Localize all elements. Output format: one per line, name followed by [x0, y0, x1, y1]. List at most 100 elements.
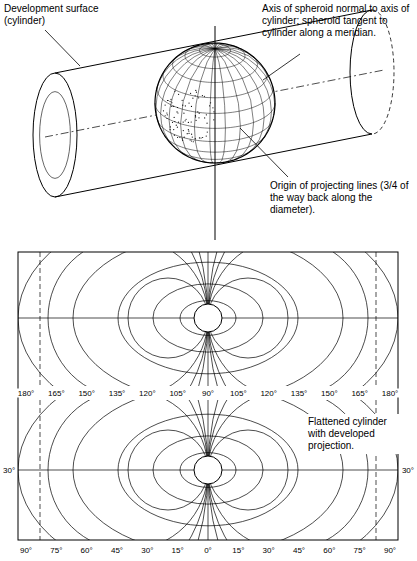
- land-stipple: [185, 120, 186, 121]
- land-stipple: [202, 95, 203, 96]
- land-stipple: [187, 133, 188, 134]
- meridian-line: [48, 252, 208, 386]
- land-stipple: [174, 121, 175, 122]
- land-stipple: [177, 112, 178, 113]
- land-stipple: [195, 90, 196, 91]
- land-stipple: [191, 121, 192, 122]
- land-stipple: [166, 118, 167, 119]
- label-text: 105°: [169, 389, 186, 398]
- land-stipple: [178, 122, 179, 123]
- degree-label: 15°: [171, 546, 185, 555]
- land-stipple: [195, 116, 196, 117]
- land-stipple: [169, 101, 170, 102]
- land-stipple: [202, 137, 203, 138]
- land-stipple: [177, 137, 178, 138]
- degree-label: 90°: [201, 389, 215, 398]
- degree-label: 75°: [49, 546, 63, 555]
- land-stipple: [171, 106, 172, 107]
- land-stipple: [204, 96, 205, 97]
- spheroid-axis: [215, 26, 216, 240]
- land-stipple: [178, 94, 179, 95]
- land-stipple: [191, 134, 192, 135]
- meridian-line: [208, 252, 398, 386]
- degree-label: 45°: [110, 546, 124, 555]
- map-frame: [18, 252, 398, 540]
- land-stipple: [182, 100, 183, 101]
- degree-label: 165°: [47, 389, 66, 398]
- degree-label: 90°: [383, 546, 397, 555]
- leader-line: [240, 128, 288, 177]
- land-stipple: [199, 113, 200, 114]
- degree-label: 30°: [262, 546, 276, 555]
- land-stipple: [200, 137, 201, 138]
- land-stipple: [173, 106, 174, 107]
- label-text: 90°: [20, 546, 32, 555]
- land-stipple: [191, 140, 192, 141]
- land-stipple: [177, 127, 178, 128]
- meridian-line: [18, 252, 208, 386]
- label-text: 165°: [48, 389, 65, 398]
- label-text: Axis of spheroid normal to axis of cylin…: [262, 3, 409, 38]
- leader-line: [263, 54, 300, 80]
- land-stipple: [174, 135, 175, 136]
- land-stipple: [192, 136, 193, 137]
- label-text: 135°: [109, 389, 126, 398]
- degree-label: 90°: [19, 546, 33, 555]
- degree-label: 120°: [259, 389, 278, 398]
- label-text: 15°: [172, 546, 184, 555]
- label-text: 105°: [230, 389, 247, 398]
- land-stipple: [179, 137, 180, 138]
- land-stipple: [195, 138, 196, 139]
- land-stipple: [170, 126, 171, 127]
- label-text: 165°: [351, 389, 368, 398]
- cylinder-figure: [33, 10, 394, 197]
- pole-circle: [194, 304, 222, 332]
- meridian-line: [376, 252, 377, 386]
- label-text: 180°: [18, 389, 35, 398]
- degree-label: 150°: [77, 389, 96, 398]
- land-stipple: [173, 129, 174, 130]
- degree-label: 135°: [290, 389, 309, 398]
- label-text: 0°: [204, 546, 212, 555]
- land-stipple: [188, 131, 189, 132]
- meridian-line: [208, 252, 398, 386]
- land-stipple: [207, 131, 208, 132]
- label-text: 120°: [139, 389, 156, 398]
- degree-label: 135°: [108, 389, 127, 398]
- land-stipple: [185, 105, 186, 106]
- label-text: 15°: [232, 546, 244, 555]
- label-text: 30°: [3, 466, 15, 475]
- land-stipple: [190, 139, 191, 140]
- callout-label: Origin of projecting lines (3/4 of the w…: [270, 180, 412, 216]
- land-stipple: [176, 125, 177, 126]
- projection-grid: [18, 400, 398, 540]
- label-text: 120°: [260, 389, 277, 398]
- label-text: 150°: [321, 389, 338, 398]
- label-text: 60°: [323, 546, 335, 555]
- land-stipple: [213, 119, 214, 120]
- meridian-line: [40, 400, 41, 540]
- land-stipple: [188, 122, 189, 123]
- label-text: 75°: [354, 546, 366, 555]
- cylinder-end: [33, 73, 77, 197]
- land-stipple: [191, 106, 192, 107]
- degree-label: 0°: [203, 546, 213, 555]
- land-stipple: [199, 137, 200, 138]
- label-text: 45°: [111, 546, 123, 555]
- land-stipple: [190, 93, 191, 94]
- land-stipple: [176, 111, 177, 112]
- parallel-line: [18, 252, 398, 386]
- degree-label: 150°: [320, 389, 339, 398]
- land-stipple: [174, 91, 175, 92]
- land-stipple: [177, 107, 178, 108]
- degree-label: 105°: [168, 389, 187, 398]
- degree-label: 60°: [322, 546, 336, 555]
- land-stipple: [171, 102, 172, 103]
- land-stipple: [198, 97, 199, 98]
- land-stipple: [169, 129, 170, 130]
- cylinder-rim: [40, 92, 71, 179]
- label-text: 30°: [263, 546, 275, 555]
- label-text: 60°: [81, 546, 93, 555]
- label-text: 150°: [78, 389, 95, 398]
- land-stipple: [165, 105, 166, 106]
